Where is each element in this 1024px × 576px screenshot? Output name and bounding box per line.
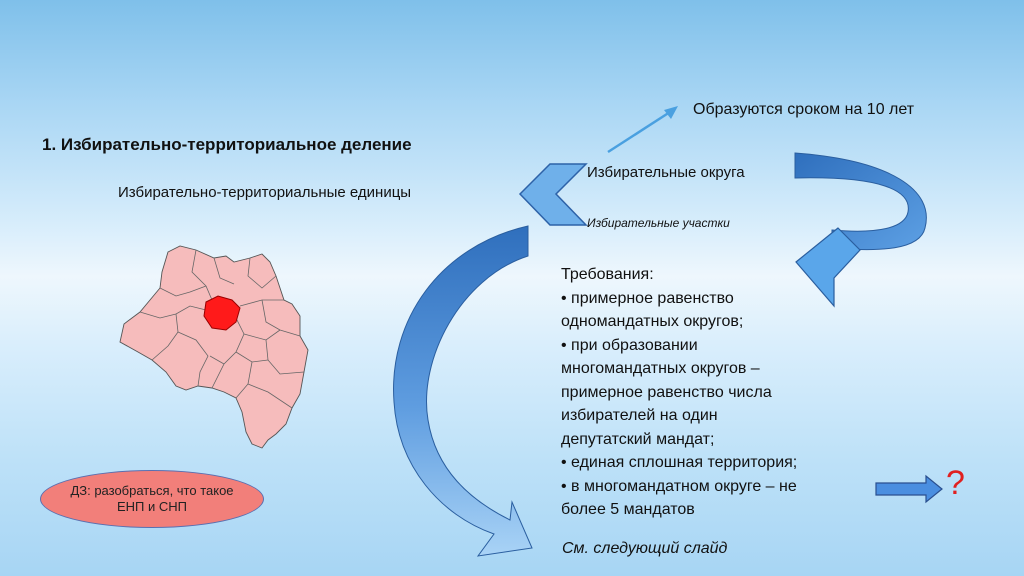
question-mark: ? [946, 464, 965, 502]
requirements-line: одномандатных округов; [561, 313, 744, 330]
districts-label: Избирательные округа [587, 164, 745, 181]
homework-oval: ДЗ: разобраться, что такое ЕНП и СНП [40, 470, 264, 528]
region-highlight [203, 295, 241, 331]
slide-title: 1. Избирательно-территориальное деление [42, 135, 412, 154]
requirements-heading: Требования: [561, 266, 654, 283]
region-map-outline [119, 245, 309, 449]
requirements-block: Требования: • примерное равенство однома… [561, 263, 861, 522]
curved-arrow-left [393, 225, 533, 557]
units-label: Избирательно-территориальные единицы [118, 184, 412, 201]
next-slide-link[interactable]: См. следующий слайд [562, 540, 728, 557]
homework-line: ДЗ: разобраться, что такое [70, 483, 234, 498]
requirements-line: избирателей на один [561, 407, 718, 424]
requirements-line: • в многомандатном округе – не [561, 477, 797, 495]
stations-label: Избирательные участки [587, 216, 730, 230]
requirements-line: • при образовании [561, 336, 698, 354]
requirements-line: более 5 мандатов [561, 501, 695, 518]
chevron-left-icon [518, 163, 588, 226]
requirements-line: многомандатных округов – [561, 360, 760, 377]
region-map [119, 245, 309, 449]
requirements-line: примерное равенство числа [561, 383, 772, 401]
curved-arrow-right [794, 152, 927, 308]
homework-line: ЕНП и СНП [116, 499, 187, 514]
arrow-right-icon [875, 474, 943, 504]
requirements-line: депутатский мандат; [561, 430, 715, 448]
formed-label: Образуются сроком на 10 лет [693, 101, 915, 118]
requirements-line: • единая сплошная территория; [561, 454, 798, 471]
requirements-line: • примерное равенство [561, 289, 734, 307]
pointer-arrow [607, 106, 678, 154]
